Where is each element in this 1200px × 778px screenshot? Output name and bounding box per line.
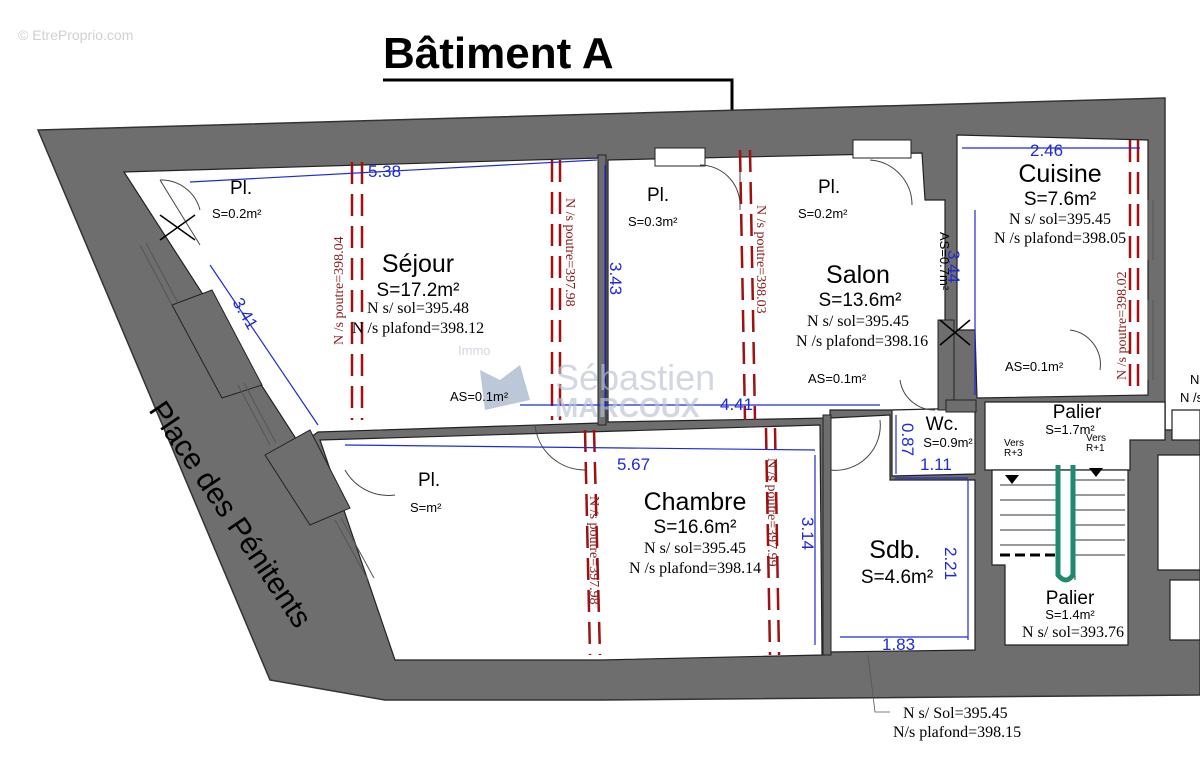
- agency-watermark: Immo Sébastien MARCOUX: [458, 343, 715, 423]
- level-sol-cuisine: N s/ sol=395.45: [1009, 211, 1111, 228]
- room-area-cuisine: S=7.6m²: [1024, 189, 1096, 210]
- dim-3-14: 3.14: [798, 517, 817, 550]
- svg-text:Immo: Immo: [458, 343, 491, 358]
- dim-3-44: 3.44: [944, 250, 963, 283]
- edge-label-2: N /s: [1180, 390, 1200, 405]
- room-area-salon: S=13.6m²: [819, 290, 902, 311]
- level-plafond-sejour: N /s plafond=398.12: [352, 320, 484, 337]
- placard-name-4: Pl.: [418, 470, 440, 491]
- room-area-sejour: S=17.2m²: [377, 280, 460, 301]
- arrow-down-icon: [1005, 475, 1019, 484]
- dim-1-83: 1.83: [882, 635, 915, 654]
- room-name-palier-2: Palier: [1046, 588, 1095, 609]
- room-name-sdb: Sdb.: [869, 536, 920, 564]
- handrail: [1055, 465, 1076, 583]
- room-area-wc: S=0.9m²: [923, 435, 973, 450]
- stair-label-up3: Vers: [1004, 438, 1024, 449]
- room-name-chambre: Chambre: [644, 488, 747, 516]
- beam-label-6: N /s poutre=397.99: [764, 458, 779, 567]
- level-plafond-chambre: N /s plafond=398.14: [629, 560, 761, 577]
- room-name-palier-1: Palier: [1053, 402, 1102, 423]
- stair-label-up3b: R+3: [1004, 448, 1023, 459]
- dim-4-41: 4.41: [720, 395, 753, 414]
- dim-2-46: 2.46: [1030, 141, 1063, 160]
- dim-5-67: 5.67: [617, 455, 650, 474]
- building-title: Bâtiment A: [383, 29, 614, 78]
- room-area-palier-2: S=1.4m²: [1045, 607, 1095, 622]
- as-label-2: AS=0.1m²: [1005, 359, 1064, 374]
- beam-label-2: N /s poutre=397.98: [562, 198, 577, 307]
- as-label-1: AS=0.7m²: [937, 232, 952, 291]
- room-area-sdb: S=4.6m²: [861, 567, 933, 588]
- room-name-sejour: Séjour: [382, 250, 454, 278]
- room-name-cuisine: Cuisine: [1018, 160, 1101, 188]
- beam-label-1: N /s poutre=398.04: [332, 236, 347, 345]
- dim-0-87: 0.87: [898, 423, 917, 456]
- duct-marks: [159, 214, 971, 346]
- placard-area-4: S=m²: [410, 500, 442, 515]
- level-sol-sejour: N s/ sol=395.48: [367, 300, 469, 317]
- level-leader: [867, 654, 890, 713]
- outside-level-plafond: N/s plafond=398.15: [893, 724, 1021, 741]
- as-label-3: AS=0.1m²: [808, 371, 867, 386]
- level-plafond-cuisine: N /s plafond=398.05: [994, 230, 1126, 247]
- level-plafond-salon: N /s plafond=398.16: [796, 333, 928, 350]
- dim-2-21: 2.21: [941, 547, 960, 580]
- placard-name-3: Pl.: [818, 177, 840, 198]
- as-label-4: AS=0.1m²: [450, 389, 509, 404]
- site-watermark: © EtreProprio.com: [18, 27, 133, 43]
- room-area-chambre: S=16.6m²: [654, 517, 737, 538]
- placard-area-1: S=0.2m²: [212, 206, 262, 221]
- dimension-lines: [189, 147, 1140, 645]
- level-sol-palier-2: N s/ sol=393.76: [1022, 624, 1124, 641]
- level-sol-salon: N s/ sol=395.45: [807, 313, 909, 330]
- windows: [139, 200, 1154, 581]
- stair-label-up1b: R+1: [1086, 443, 1105, 454]
- room-area-palier-1: S=1.7m²: [1045, 422, 1095, 437]
- outside-level-sol: N s/ Sol=395.45: [903, 705, 1008, 722]
- beam-label-4: N /s poutre=398.02: [1115, 271, 1130, 380]
- room-name-salon: Salon: [826, 261, 890, 289]
- level-sol-chambre: N s/ sol=395.45: [644, 540, 746, 557]
- placard-name-1: Pl.: [230, 178, 252, 199]
- beam-label-5: N /s poutre=397.98: [586, 496, 601, 605]
- stair-label-up1: Vers: [1086, 433, 1106, 444]
- beam-lines: [350, 140, 1140, 656]
- dim-1-11: 1.11: [920, 455, 952, 474]
- edge-label-1: N: [1190, 372, 1199, 387]
- room-name-wc: Wc.: [926, 414, 959, 435]
- svg-text:MARCOUX: MARCOUX: [555, 392, 700, 423]
- placard-area-2: S=0.3m²: [628, 214, 678, 229]
- placard-area-3: S=0.2m²: [798, 206, 848, 221]
- placard-name-2: Pl.: [647, 185, 669, 206]
- svg-text:Sébastien: Sébastien: [555, 357, 715, 398]
- beam-label-3: N /s poutre=398.03: [753, 205, 768, 314]
- dim-5-38: 5.38: [368, 162, 401, 181]
- dim-3-43: 3.43: [606, 262, 625, 295]
- arrow-down-icon-2: [1089, 468, 1103, 477]
